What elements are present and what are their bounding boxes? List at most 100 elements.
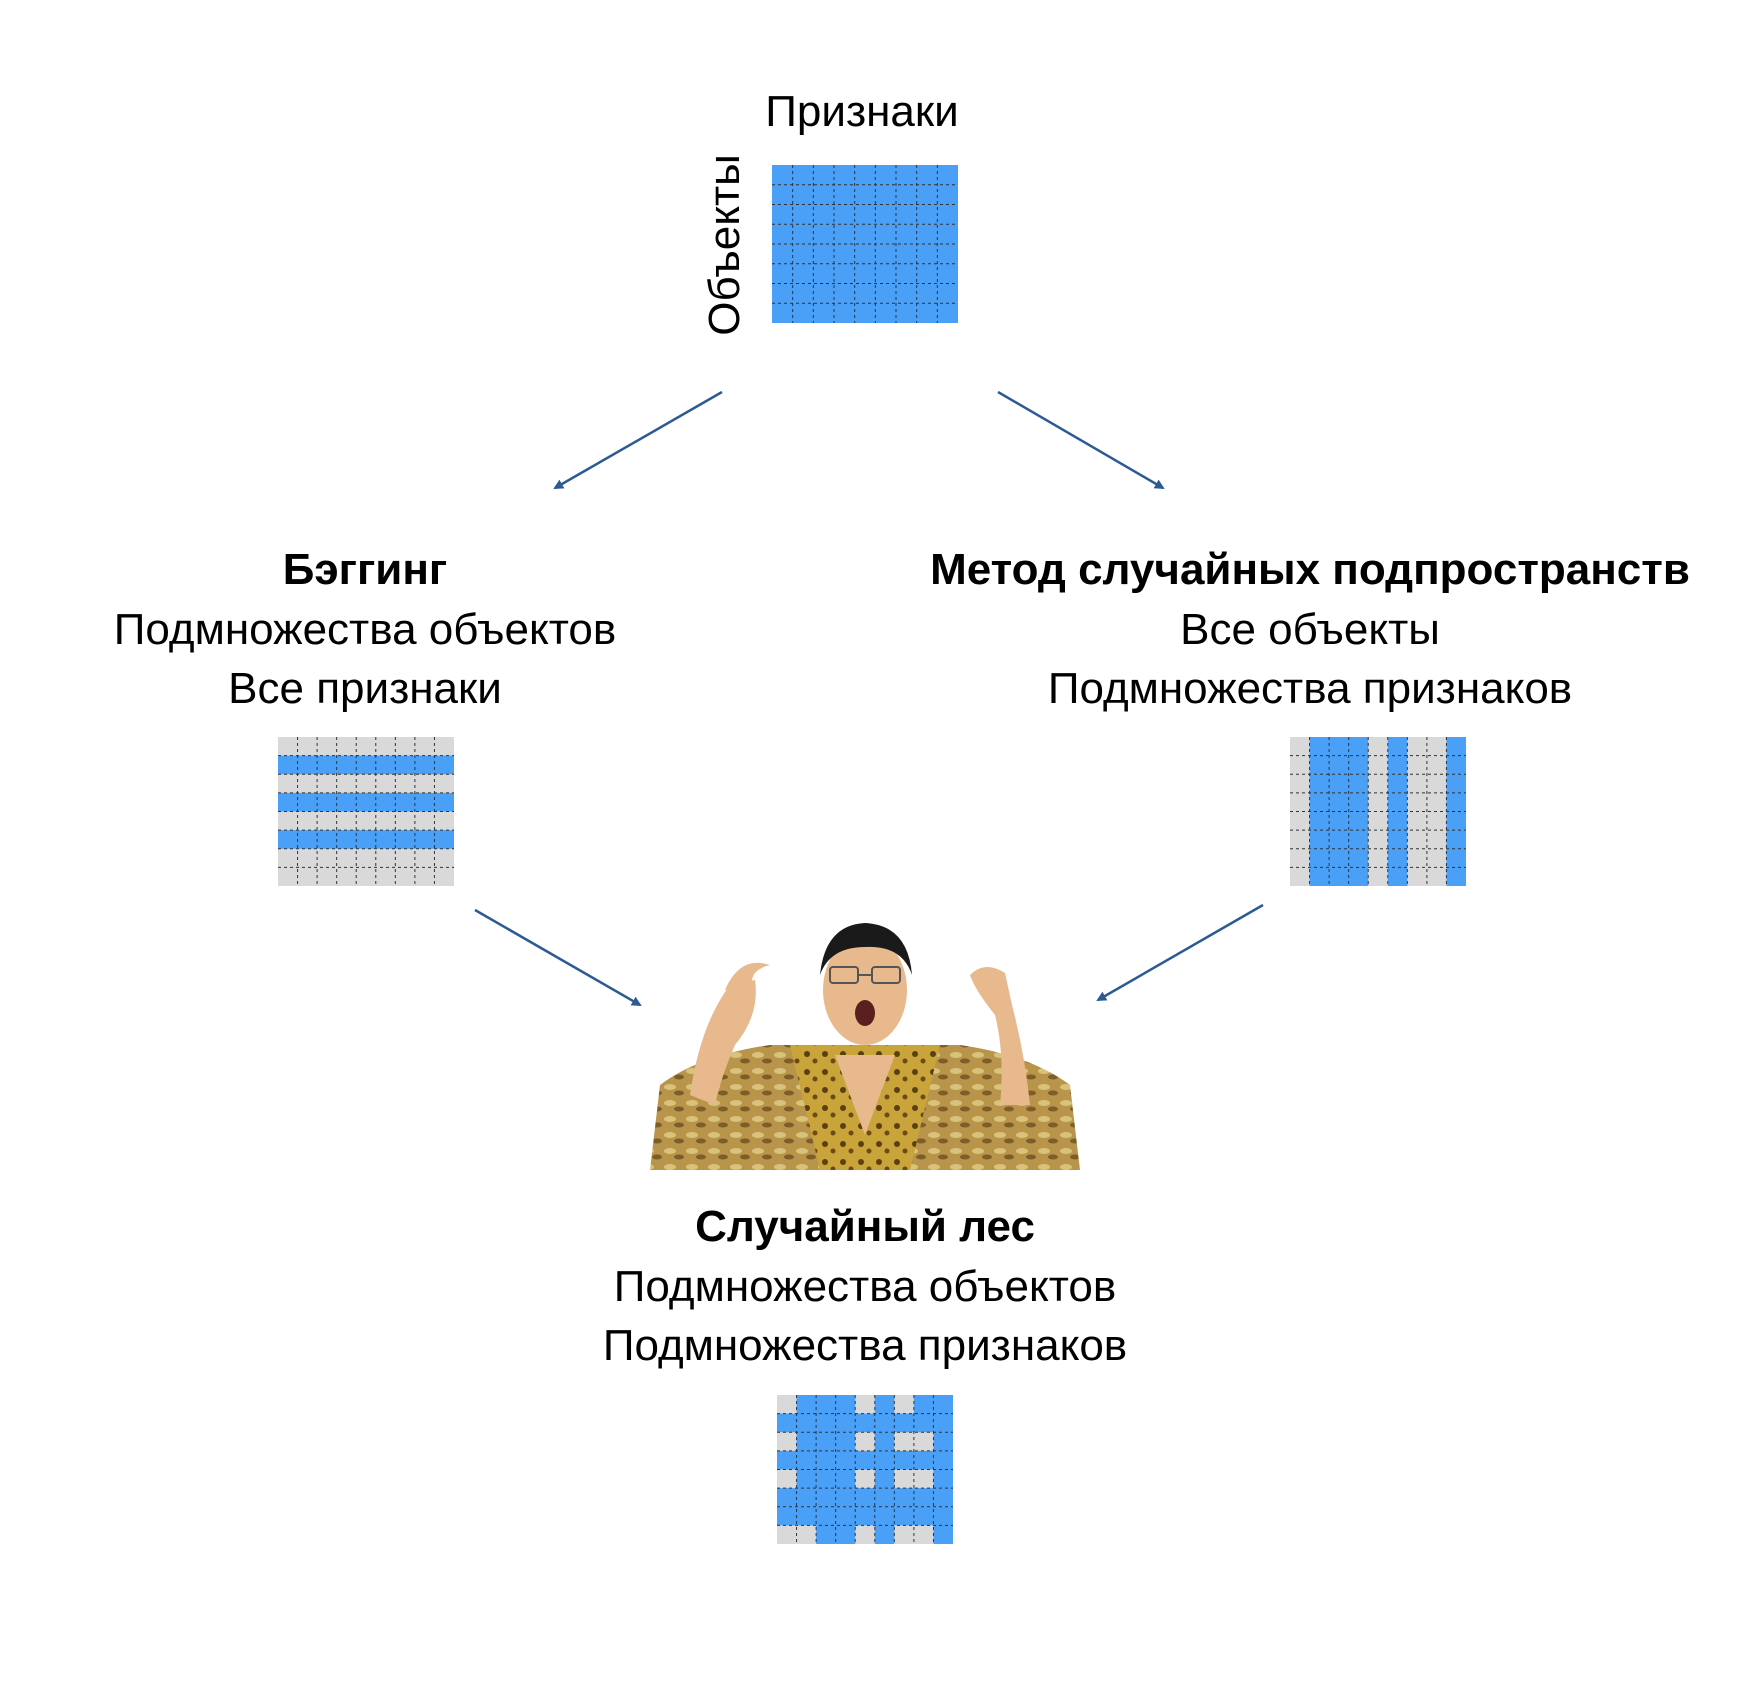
matrix-cell — [937, 244, 958, 265]
matrix-cell — [297, 848, 318, 868]
matrix-cell — [297, 830, 318, 850]
matrix-cell — [395, 811, 416, 831]
matrix-cell — [816, 1450, 837, 1470]
matrix-cell — [434, 867, 454, 886]
matrix-cell — [937, 204, 958, 225]
matrix-cell — [414, 755, 435, 775]
matrix-cell — [1368, 848, 1389, 868]
matrix-cell — [1368, 737, 1389, 757]
matrix-cell — [937, 184, 958, 205]
matrix-cell — [834, 244, 856, 265]
matrix-cell — [1387, 811, 1408, 831]
matrix-cell — [835, 1413, 856, 1433]
matrix-cell — [916, 303, 938, 323]
matrix-cell — [1368, 867, 1389, 886]
matrix-cell — [913, 1506, 934, 1526]
matrix-cell — [894, 1525, 915, 1544]
matrix-cell — [375, 755, 396, 775]
matrix-cell — [1329, 774, 1350, 794]
matrix-cell — [772, 224, 794, 245]
matrix-cell — [1407, 867, 1428, 886]
matrix-cell — [1290, 737, 1311, 757]
matrix-cell — [874, 1395, 895, 1415]
matrix-cell — [375, 848, 396, 868]
matrix-cell — [894, 1506, 915, 1526]
matrix-cell — [875, 244, 897, 265]
matrix-cell — [874, 1506, 895, 1526]
matrix-cell — [1426, 755, 1447, 775]
matrix-cell — [816, 1469, 837, 1489]
matrix-cell — [834, 204, 856, 225]
matrix-cell — [896, 165, 918, 186]
matrix-cell — [933, 1395, 953, 1415]
forest-line1: Подмножества объектов — [613, 1262, 1117, 1311]
matrix-cell — [1387, 792, 1408, 812]
matrix-cell — [813, 303, 835, 323]
matrix-cell — [874, 1525, 895, 1544]
matrix-cell — [875, 204, 897, 225]
matrix-cell — [896, 303, 918, 323]
matrix-cell — [796, 1432, 817, 1452]
matrix-cell — [835, 1506, 856, 1526]
matrix-cell — [1368, 774, 1389, 794]
matrix-cell — [278, 848, 299, 868]
matrix-cell — [1426, 867, 1447, 886]
matrix-cell — [395, 848, 416, 868]
bagging-matrix — [278, 737, 454, 886]
matrix-cell — [336, 737, 357, 757]
matrix-cell — [816, 1525, 837, 1544]
matrix-cell — [297, 755, 318, 775]
matrix-cell — [278, 867, 299, 886]
matrix-cell — [874, 1432, 895, 1452]
matrix-cell — [278, 811, 299, 831]
matrix-cell — [916, 184, 938, 205]
matrix-cell — [772, 184, 794, 205]
matrix-cell — [1387, 737, 1408, 757]
matrix-cell — [894, 1469, 915, 1489]
matrix-cell — [855, 1525, 876, 1544]
matrix-cell — [414, 867, 435, 886]
matrix-cell — [875, 283, 897, 304]
matrix-cell — [913, 1432, 934, 1452]
matrix-cell — [317, 867, 338, 886]
matrix-cell — [916, 283, 938, 304]
matrix-cell — [414, 774, 435, 794]
matrix-cell — [395, 755, 416, 775]
matrix-cell — [913, 1525, 934, 1544]
matrix-cell — [916, 224, 938, 245]
matrix-cell — [1407, 737, 1428, 757]
matrix-cell — [356, 737, 377, 757]
forest-line2: Подмножества признаков — [602, 1321, 1128, 1370]
matrix-cell — [796, 1469, 817, 1489]
matrix-cell — [916, 263, 938, 284]
matrix-cell — [813, 184, 835, 205]
matrix-cell — [894, 1395, 915, 1415]
matrix-cell — [913, 1450, 934, 1470]
matrix-cell — [933, 1432, 953, 1452]
matrix-cell — [1407, 830, 1428, 850]
matrix-cell — [777, 1525, 798, 1544]
bagging-title: Бэггинг — [282, 545, 448, 594]
matrix-cell — [1309, 848, 1330, 868]
matrix-cell — [874, 1488, 895, 1508]
matrix-cell — [792, 283, 814, 304]
matrix-cell — [896, 283, 918, 304]
matrix-cell — [874, 1469, 895, 1489]
matrix-cell — [854, 303, 876, 323]
matrix-cell — [375, 811, 396, 831]
matrix-cell — [835, 1450, 856, 1470]
matrix-cell — [933, 1525, 953, 1544]
matrix-cell — [813, 204, 835, 225]
matrix-cell — [796, 1525, 817, 1544]
matrix-cell — [916, 165, 938, 186]
matrix-cell — [356, 867, 377, 886]
matrix-cell — [816, 1432, 837, 1452]
bagging-line1: Подмножества объектов — [113, 605, 617, 654]
matrix-cell — [1387, 830, 1408, 850]
matrix-cell — [1348, 755, 1369, 775]
matrix-cell — [835, 1488, 856, 1508]
matrix-cell — [336, 774, 357, 794]
matrix-cell — [356, 830, 377, 850]
matrix-cell — [414, 811, 435, 831]
subspaces-matrix — [1290, 737, 1466, 886]
